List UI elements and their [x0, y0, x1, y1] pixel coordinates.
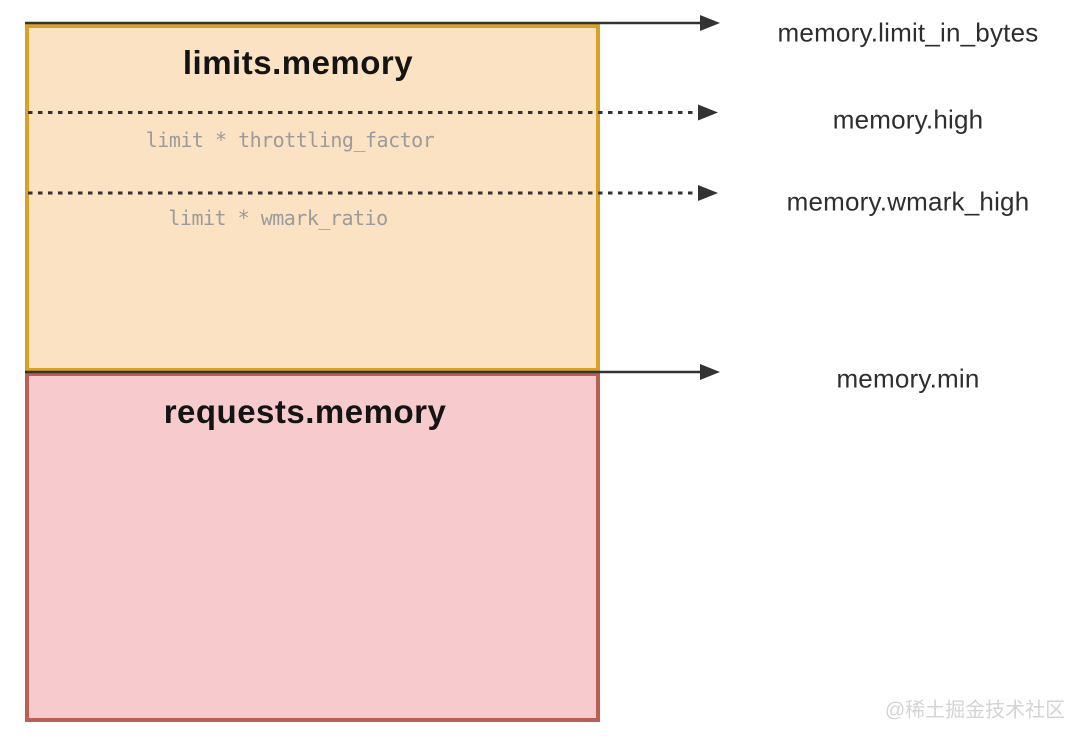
- memory-high-label: memory.high: [832, 104, 984, 135]
- requests-memory-title: requests.memory: [163, 393, 447, 430]
- memory-min-label: memory.min: [836, 363, 980, 394]
- throttling-factor-label: limit * throttling_factor: [145, 128, 435, 152]
- requests-memory-box: [25, 372, 600, 722]
- memory-wmark-high-label: memory.wmark_high: [786, 186, 1030, 217]
- memory-limit-in-bytes-label: memory.limit_in_bytes: [777, 17, 1039, 48]
- limits-memory-title: limits.memory: [182, 44, 414, 81]
- limits-memory-box: [25, 24, 600, 372]
- wmark-ratio-label: limit * wmark_ratio: [168, 206, 388, 230]
- watermark: @稀土掘金技术社区: [884, 699, 1066, 722]
